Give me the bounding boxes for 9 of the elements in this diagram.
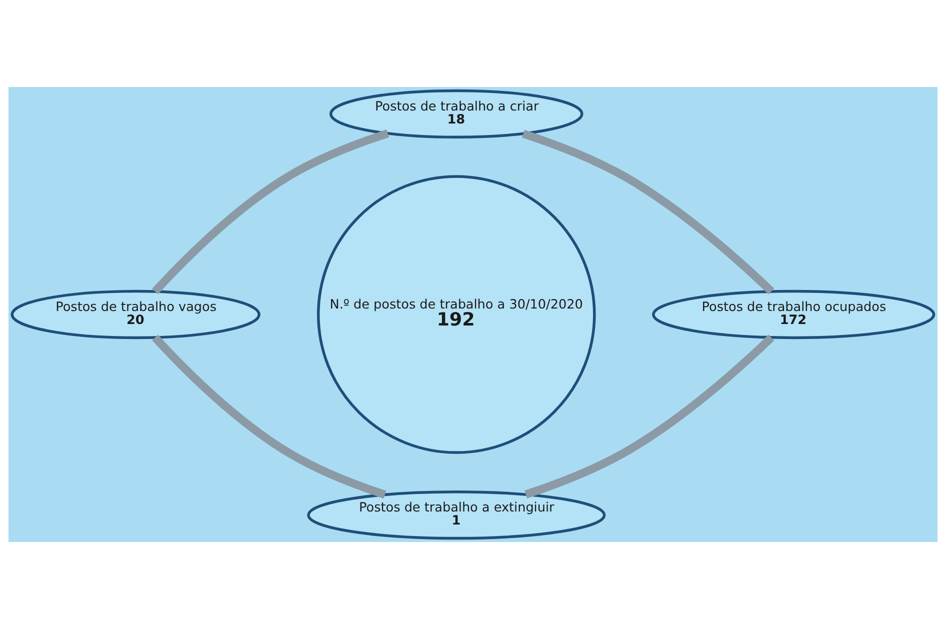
connector: [152, 334, 386, 499]
node-circle: N.º de postos de trabalho a 30/10/2020 192: [316, 175, 596, 454]
connector: [152, 130, 390, 294]
connector: [522, 130, 774, 294]
node-ellipse: Postos de trabalho vagos 20: [10, 290, 260, 340]
connector: [524, 334, 774, 498]
node-ellipse: Postos de trabalho a extingiuir 1: [307, 490, 606, 540]
node-ellipse: Postos de trabalho a criar 18: [329, 89, 584, 139]
node-ellipse: Postos de trabalho ocupados 172: [652, 290, 936, 340]
